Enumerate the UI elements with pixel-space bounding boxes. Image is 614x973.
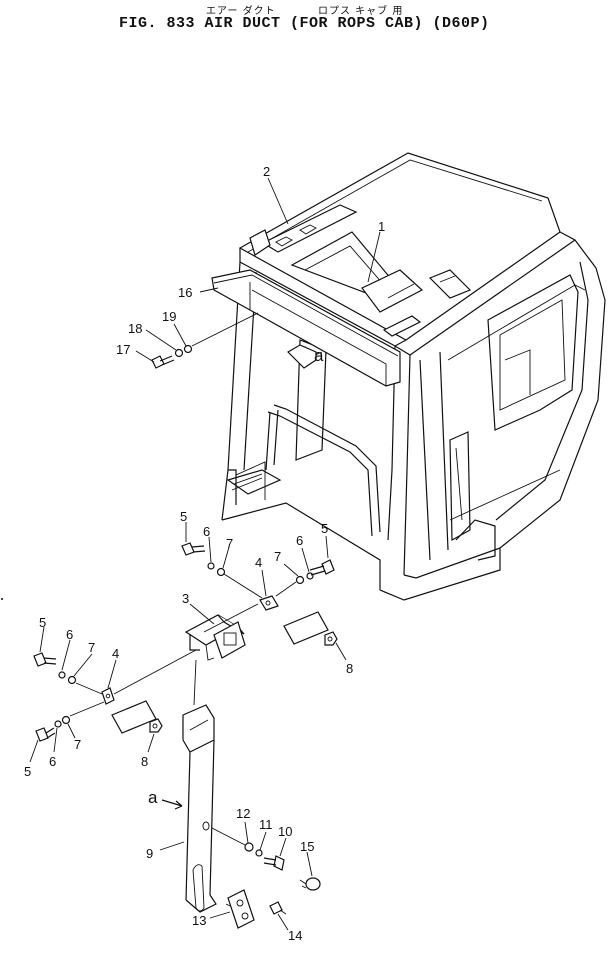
washer-6-upper-right [306,572,314,580]
bolt-5-upper-left [181,542,206,556]
washer-18 [174,348,184,358]
callout-17: 17 [116,342,130,357]
washer-6-left [58,671,66,679]
callout-4-lower: 4 [112,646,119,661]
callout-6-upper-left: 6 [203,524,210,539]
nut-8-upper [324,631,338,646]
assembly-line-duct [193,659,197,706]
bolt-5-left [33,652,57,667]
kana-caption-rops-cab: ロプス キャブ 用 [318,6,404,17]
bolt-5-lower [35,727,56,742]
assembly-line-bracket [203,603,259,633]
bolt-17 [151,355,175,369]
callout-6-upper-right: 6 [296,533,303,548]
figure-title: FIG. 833 AIR DUCT (FOR ROPS CAB) (D60P) [119,15,490,32]
callout-4-upper: 4 [255,555,262,570]
rops-cab-outline [221,152,606,601]
cap-15 [299,877,321,891]
figure-header: エアー ダクト ロプス キャブ 用 FIG. 833 AIR DUCT (FOR… [0,0,614,42]
spring-washer-11 [255,849,263,857]
callout-11: 11 [259,817,273,832]
air-duct-part-16 [211,269,401,387]
callout-14: 14 [288,928,302,943]
callout-3: 3 [182,591,189,606]
callout-7-lower: 7 [74,737,81,752]
assembly-line-upper-left [223,573,263,599]
plate-under-nut-upper [283,611,329,645]
callout-7-upper-left: 7 [226,536,233,551]
callout-15: 15 [300,839,314,854]
callout-19: 19 [162,309,176,324]
callout-8-lower: 8 [141,754,148,769]
washer-12 [244,842,254,852]
kana-caption-air-duct: エアー ダクト [206,6,276,17]
callout-5-lower: 5 [24,764,31,779]
callout-12: 12 [236,806,250,821]
view-a-marker-top: a [314,346,324,365]
callout-8-upper: 8 [346,661,353,676]
callout-7-upper-right: 7 [274,549,281,564]
nut-8-lower [149,718,163,733]
callout-16: 16 [178,285,192,300]
bolt-14 [269,901,287,915]
callout-6-lower: 6 [49,754,56,769]
washer-7-upper-right [295,575,305,585]
assembly-line-lower [69,701,105,717]
bolt-5-upper-right [309,559,335,576]
assembly-line-upper-right [275,581,297,597]
view-a-marker-lower: a [148,788,158,807]
view-a-arrow-lower: a [148,788,183,810]
cover-plate-part-13 [225,889,255,929]
part-callouts: 2 1 16 19 18 17 5 6 7 4 7 6 5 3 8 5 6 7 [24,164,385,943]
bolt-10 [263,855,285,871]
bracket-part-3 [184,614,246,661]
clip-part-4-lower [101,687,115,705]
clip-part-4-upper [259,595,279,611]
callout-5-left: 5 [39,615,46,630]
assembly-line-left [75,649,197,695]
assembly-line-17 [191,312,259,347]
callout-2: 2 [263,164,270,179]
plate-under-nut-lower [111,700,157,734]
callout-5-upper-left: 5 [180,509,187,524]
callout-6-left: 6 [66,627,73,642]
washer-7-lower [61,715,71,725]
washer-6-upper-left [207,562,215,570]
callout-7-left: 7 [88,640,95,655]
view-a-arrow: a [287,344,324,369]
washer-7-upper-left [216,567,226,577]
callout-13: 13 [192,913,206,928]
scan-speck [1,598,3,600]
callout-18: 18 [128,321,142,336]
callout-5-upper-right: 5 [321,521,328,536]
duct-cover-part-2 [249,204,358,256]
callout-9: 9 [146,846,153,861]
washer-19 [183,344,193,354]
vertical-duct-part-9 [182,704,217,913]
assembly-line-10 [211,827,246,846]
callout-1: 1 [378,219,385,234]
washer-6-lower [54,720,62,728]
callout-10: 10 [278,824,292,839]
duct-part-1 [290,231,472,337]
washer-7-left [67,675,77,685]
